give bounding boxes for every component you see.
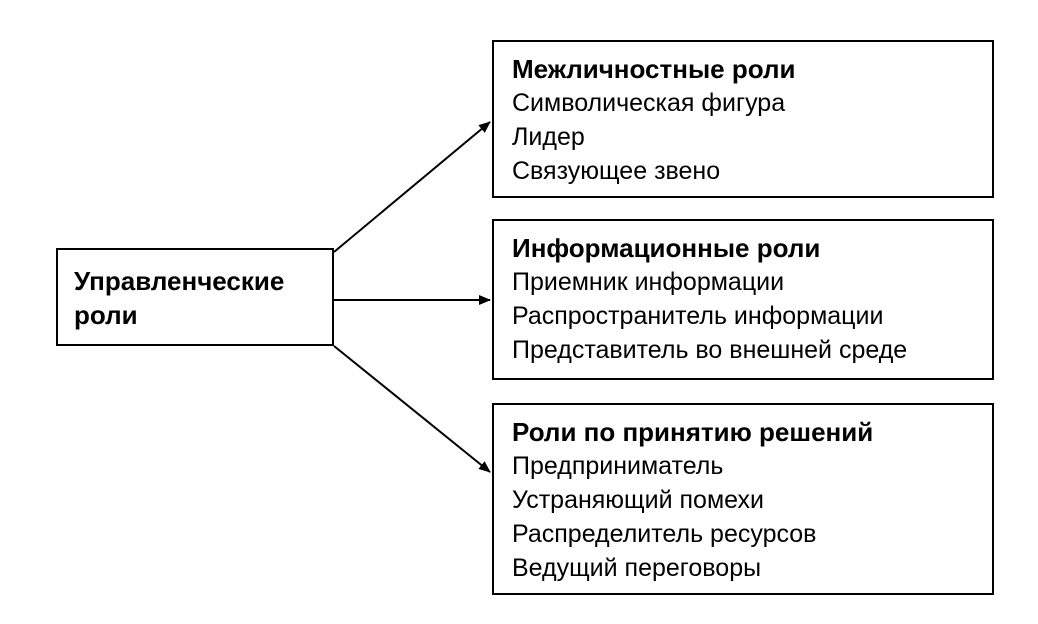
managerial-roles-box: Управленческие роли — [56, 248, 334, 346]
informational-roles-box: Информационные роли Приемник информации … — [492, 219, 994, 380]
role-item-resource-allocator: Распределитель ресурсов — [512, 520, 817, 548]
role-item-liaison: Связующее звено — [512, 157, 721, 185]
role-item-information-disseminator: Распространитель информации — [512, 302, 884, 330]
decisional-roles-title: Роли по принятию решений — [512, 417, 874, 447]
role-item-leader: Лидер — [512, 123, 585, 151]
informational-roles-title: Информационные роли — [512, 233, 821, 263]
role-item-entrepreneur: Предприниматель — [512, 452, 724, 480]
managerial-roles-title: Управленческие роли — [74, 266, 285, 330]
decisional-roles-box: Роли по принятию решений Предприниматель… — [492, 403, 994, 595]
arrow-to-interpersonal — [333, 121, 491, 253]
role-item-information-receiver: Приемник информации — [512, 268, 785, 296]
role-item-external-representative: Представитель во внешней среде — [512, 336, 908, 364]
interpersonal-roles-box: Межличностные роли Символическая фигура … — [492, 40, 994, 198]
role-item-disturbance-handler: Устраняющий помехи — [512, 486, 764, 514]
role-item-negotiator: Ведущий переговоры — [512, 554, 762, 582]
role-item-symbolic-figure: Символическая фигура — [512, 89, 786, 117]
interpersonal-roles-title: Межличностные роли — [512, 54, 796, 84]
arrow-to-decisional — [333, 345, 491, 473]
